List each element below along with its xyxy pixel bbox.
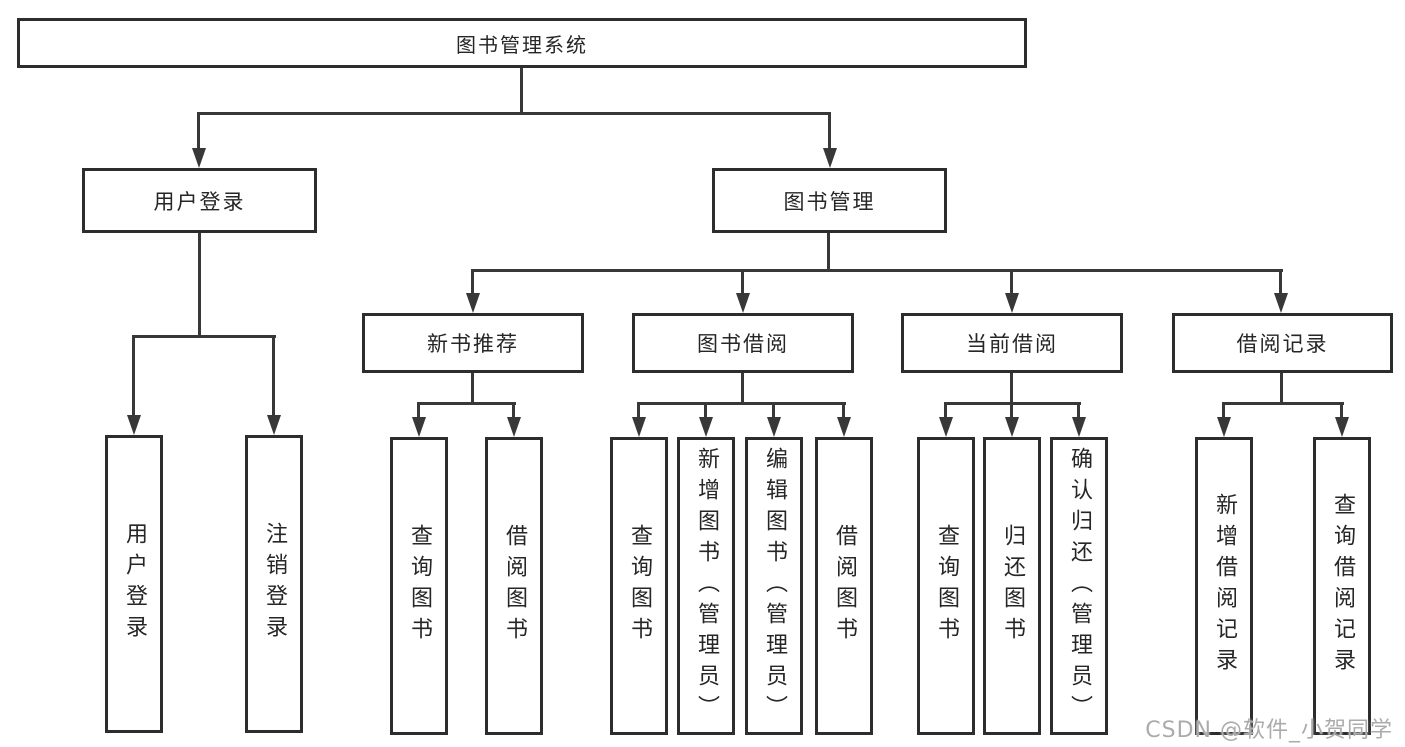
leaf-label: 编辑图书（管理员） [762, 446, 787, 726]
leaf-label: 查询图书 [627, 524, 652, 648]
arrowhead-br-query [1335, 417, 1349, 437]
connector-to-borrowing-records [1279, 269, 1282, 295]
node-label: 图书借阅 [697, 332, 789, 356]
leaf-query-books-current: 查询图书 [917, 437, 975, 735]
arrowhead-cb-return [1005, 417, 1019, 437]
arrowhead-user-login [192, 148, 206, 168]
arrowhead-bb-borrow [837, 417, 851, 437]
leaf-logout: 注销登录 [245, 435, 303, 733]
node-new-book-recommendation: 新书推荐 [362, 313, 584, 373]
leaf-query-books-recommend: 查询图书 [390, 437, 448, 735]
leaf-add-book-admin: 新增图书（管理员） [677, 437, 735, 735]
arrowhead-leaf-user-login [127, 415, 141, 435]
leaf-label: 归还图书 [1000, 524, 1025, 648]
connector-to-bb-edit [772, 402, 775, 419]
leaf-label: 新增图书（管理员） [694, 446, 719, 726]
leaf-label: 查询图书 [407, 524, 432, 648]
node-label: 新书推荐 [427, 332, 519, 356]
leaf-label: 借阅图书 [832, 524, 857, 648]
connector-to-bb-query [637, 402, 640, 419]
connector-to-new-book [471, 269, 474, 295]
connector-new-book-branch [417, 402, 516, 405]
connector-book-borrowing-branch [637, 402, 846, 405]
leaf-query-borrow-record: 查询借阅记录 [1313, 437, 1371, 735]
leaf-label: 查询图书 [934, 524, 959, 648]
connector-root-to-book-management [828, 112, 831, 150]
connector-to-leaf-logout [272, 335, 275, 417]
connector-root-stem [520, 68, 523, 115]
node-label: 当前借阅 [966, 332, 1058, 356]
arrowhead-leaf-logout [267, 415, 281, 435]
connector-to-br-query [1340, 402, 1343, 419]
connector-to-book-borrowing [741, 269, 744, 295]
connector-user-login-stem [198, 233, 201, 338]
node-borrowing-records: 借阅记录 [1172, 313, 1393, 373]
node-book-management: 图书管理 [712, 168, 947, 233]
arrowhead-book-borrowing [736, 293, 750, 313]
leaf-label: 确认归还（管理员） [1067, 446, 1092, 726]
leaf-query-books-borrowing: 查询图书 [610, 437, 668, 735]
arrowhead-cb-confirm [1072, 417, 1086, 437]
arrowhead-cb-query [939, 417, 953, 437]
connector-current-borrowing-stem [1010, 373, 1013, 405]
node-label: 用户登录 [153, 189, 246, 214]
connector-to-bb-borrow [842, 402, 845, 419]
connector-to-br-add [1222, 402, 1225, 419]
arrowhead-nb-borrow [507, 417, 521, 437]
connector-book-management-stem [827, 233, 830, 272]
csdn-watermark: CSDN @软件_小贺同学 [1145, 718, 1393, 743]
leaf-confirm-return-admin: 确认归还（管理员） [1050, 437, 1108, 735]
arrowhead-new-book [466, 293, 480, 313]
connector-book-borrowing-stem [741, 373, 744, 405]
arrowhead-book-management [823, 148, 837, 168]
node-current-borrowing: 当前借阅 [901, 313, 1123, 373]
connector-to-leaf-user-login [132, 335, 135, 417]
leaf-label: 新增借阅记录 [1212, 493, 1237, 679]
connector-user-login-branch [132, 335, 276, 338]
node-label: 借阅记录 [1236, 332, 1329, 356]
connector-to-nb-query [417, 402, 420, 419]
leaf-add-borrow-record: 新增借阅记录 [1195, 437, 1253, 735]
node-user-login: 用户登录 [82, 168, 317, 233]
leaf-label: 注销登录 [262, 522, 287, 646]
leaf-label: 借阅图书 [502, 524, 527, 648]
connector-to-nb-borrow [512, 402, 515, 419]
arrowhead-bb-query [632, 417, 646, 437]
arrowhead-bb-add [699, 417, 713, 437]
connector-new-book-stem [471, 373, 474, 405]
node-book-borrowing: 图书借阅 [632, 313, 854, 373]
connector-root-branch [197, 112, 831, 115]
node-label: 图书管理 [783, 189, 876, 214]
connector-root-to-user-login [197, 112, 200, 150]
arrowhead-nb-query [412, 417, 426, 437]
leaf-label: 查询借阅记录 [1330, 493, 1355, 679]
node-library-management-system: 图书管理系统 [17, 18, 1027, 68]
leaf-borrow-books-borrowing: 借阅图书 [815, 437, 873, 735]
connector-borrowing-records-stem [1280, 373, 1283, 405]
leaf-borrow-books-recommend: 借阅图书 [485, 437, 543, 735]
leaf-return-books: 归还图书 [983, 437, 1041, 735]
arrowhead-br-add [1217, 417, 1231, 437]
arrowhead-bb-edit [767, 417, 781, 437]
arrowhead-borrowing-records [1274, 293, 1288, 313]
connector-book-management-branch [471, 269, 1283, 272]
connector-to-cb-query [944, 402, 947, 419]
leaf-edit-book-admin: 编辑图书（管理员） [745, 437, 803, 735]
connector-to-cb-confirm [1077, 402, 1080, 419]
connector-borrowing-records-branch [1222, 402, 1344, 405]
leaf-user-login: 用户登录 [105, 435, 163, 733]
arrowhead-current-borrowing [1005, 293, 1019, 313]
connector-to-current-borrowing [1010, 269, 1013, 295]
leaf-label: 用户登录 [122, 522, 147, 646]
node-label: 图书管理系统 [456, 32, 588, 57]
connector-to-bb-add [704, 402, 707, 419]
connector-to-cb-return [1010, 402, 1013, 419]
